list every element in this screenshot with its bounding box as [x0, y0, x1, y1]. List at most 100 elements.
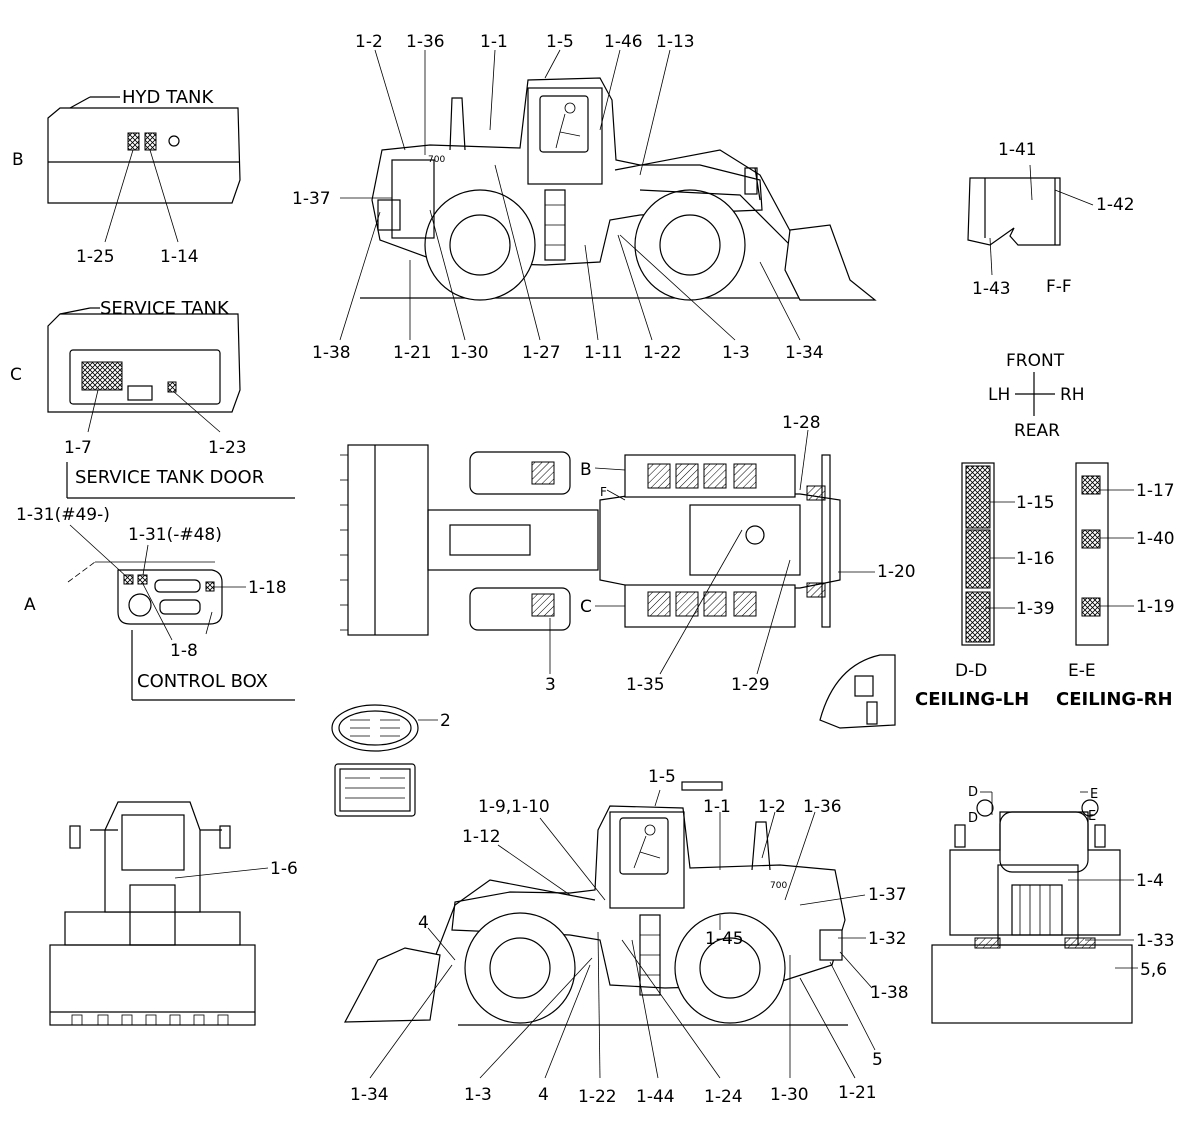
detail-f-f: 1-41 1-42 1-43 F-F — [967, 140, 1135, 299]
section-d-d: D-D — [955, 661, 987, 681]
decal-1-7 — [81, 361, 123, 391]
label-1-40: 1-40 — [1136, 529, 1175, 549]
decal-1-23 — [167, 381, 177, 393]
ceiling-lh-caption: CEILING-LH — [915, 689, 1029, 710]
label-1-18: 1-18 — [248, 578, 287, 598]
hyd-tank-panel: HYD TANK B 1-25 1-14 — [12, 87, 241, 267]
label-1-37-left: 1-37 — [292, 189, 331, 209]
label-1-36-left: 1-36 — [406, 32, 445, 52]
label-1-1-left: 1-1 — [480, 32, 508, 52]
label-1-15: 1-15 — [1016, 493, 1055, 513]
label-5-6: 5,6 — [1140, 960, 1167, 980]
label-1-34-left: 1-34 — [785, 343, 824, 363]
label-1-22-left: 1-22 — [643, 343, 682, 363]
label-1-6: 1-6 — [270, 859, 298, 879]
label-1-38-left: 1-38 — [312, 343, 351, 363]
label-1-25: 1-25 — [76, 247, 115, 267]
model-badge-right: 700 — [770, 881, 787, 891]
label-1-32-side: 1-32 — [868, 929, 907, 949]
rear-letter-d-top: D — [968, 785, 978, 800]
label-1-19: 1-19 — [1136, 597, 1175, 617]
label-1-38-right: 1-38 — [870, 983, 909, 1003]
label-1-5-right: 1-5 — [648, 767, 676, 787]
label-1-9-1-10: 1-9,1-10 — [478, 797, 550, 817]
label-1-31-48: 1-31(-#48) — [128, 525, 222, 545]
ceiling-rh-caption: CEILING-RH — [1056, 689, 1173, 710]
control-box-letter: A — [24, 595, 36, 615]
label-1-21-left: 1-21 — [393, 343, 432, 363]
label-1-41: 1-41 — [998, 140, 1037, 160]
label-1-29: 1-29 — [731, 675, 770, 695]
model-badge-left: 700 — [428, 155, 445, 165]
section-e-e: E-E — [1068, 661, 1096, 681]
decals-2: 2 — [331, 704, 451, 817]
view-letter-f: F — [600, 485, 607, 499]
loader-rear-view: D E D E 1-4 1-32 1-33 5,6 — [931, 785, 1175, 1024]
label-1-42: 1-42 — [1096, 195, 1135, 215]
label-1-44: 1-44 — [636, 1087, 675, 1107]
label-1-11-left: 1-11 — [584, 343, 623, 363]
label-1-21-right: 1-21 — [838, 1083, 877, 1103]
loader-top-view: 1-28 B F C 1-20 3 1-35 1-29 — [340, 413, 916, 729]
loader-side-view-right: 700 1-5 1-9,1-10 1-1 1-2 1-36 1-12 1-37 … — [343, 767, 909, 1107]
compass-rear: REAR — [1014, 421, 1060, 441]
rear-letter-e-lower: E — [1088, 809, 1096, 824]
label-1-20: 1-20 — [877, 562, 916, 582]
service-tank-letter: C — [10, 365, 22, 385]
label-1-17: 1-17 — [1136, 481, 1175, 501]
label-1-30-right: 1-30 — [770, 1085, 809, 1105]
label-2: 2 — [440, 711, 451, 731]
hyd-tank-letter: B — [12, 150, 24, 170]
label-1-14: 1-14 — [160, 247, 199, 267]
label-1-31-49: 1-31(#49-) — [16, 505, 110, 525]
label-4-upper: 4 — [418, 913, 429, 933]
label-1-8: 1-8 — [170, 641, 198, 661]
label-1-2-left: 1-2 — [355, 32, 383, 52]
label-1-3-right: 1-3 — [464, 1085, 492, 1105]
label-1-45: 1-45 — [705, 929, 744, 949]
service-tank-title: SERVICE TANK — [100, 298, 230, 319]
compass-lh: LH — [988, 385, 1010, 405]
decal-1-25 — [127, 132, 140, 151]
label-1-16: 1-16 — [1016, 549, 1055, 569]
ceiling-lh: 1-15 1-16 1-39 D-D CEILING-LH — [915, 462, 1055, 710]
label-1-28: 1-28 — [782, 413, 821, 433]
rear-letter-e-top: E — [1090, 787, 1098, 802]
rear-letter-d-lower: D — [968, 811, 978, 826]
label-1-5-left: 1-5 — [546, 32, 574, 52]
label-1-13-left: 1-13 — [656, 32, 695, 52]
label-1-39: 1-39 — [1016, 599, 1055, 619]
label-1-4: 1-4 — [1136, 871, 1164, 891]
label-1-3-left: 1-3 — [722, 343, 750, 363]
view-letter-b: B — [580, 460, 592, 480]
label-3: 3 — [545, 675, 556, 695]
label-4-lower: 4 — [538, 1085, 549, 1105]
service-tank-door-caption: SERVICE TANK DOOR — [75, 467, 264, 488]
ceiling-rh: 1-17 1-40 1-19 E-E CEILING-RH — [1056, 462, 1175, 710]
loader-front-view: 1-6 — [49, 801, 298, 1026]
label-1-27-left: 1-27 — [522, 343, 561, 363]
control-box-panel: 1-31(#49-) 1-31(-#48) A 1-18 1-8 CONTROL… — [16, 505, 295, 701]
compass-rh: RH — [1060, 385, 1085, 405]
hyd-tank-title: HYD TANK — [122, 87, 214, 108]
control-box-caption: CONTROL BOX — [137, 671, 268, 692]
label-1-37-right: 1-37 — [868, 885, 907, 905]
label-1-36-right: 1-36 — [803, 797, 842, 817]
label-1-43: 1-43 — [972, 279, 1011, 299]
label-1-23: 1-23 — [208, 438, 247, 458]
section-f-f: F-F — [1046, 277, 1072, 297]
loader-side-view-left: 700 1-2 1-36 1-1 1-5 1-46 1-13 1-37 1-38… — [292, 32, 877, 363]
label-1-2-right: 1-2 — [758, 797, 786, 817]
label-1-7: 1-7 — [64, 438, 92, 458]
decal-1-14 — [144, 132, 157, 151]
label-1-33: 1-33 — [1136, 931, 1175, 951]
label-1-22-right: 1-22 — [578, 1087, 617, 1107]
label-1-35: 1-35 — [626, 675, 665, 695]
compass-front: FRONT — [1006, 351, 1065, 371]
view-letter-c: C — [580, 597, 592, 617]
label-1-34-right: 1-34 — [350, 1085, 389, 1105]
label-5-right: 5 — [872, 1050, 883, 1070]
orientation-compass: FRONT REAR LH RH — [988, 351, 1085, 441]
label-1-46-left: 1-46 — [604, 32, 643, 52]
